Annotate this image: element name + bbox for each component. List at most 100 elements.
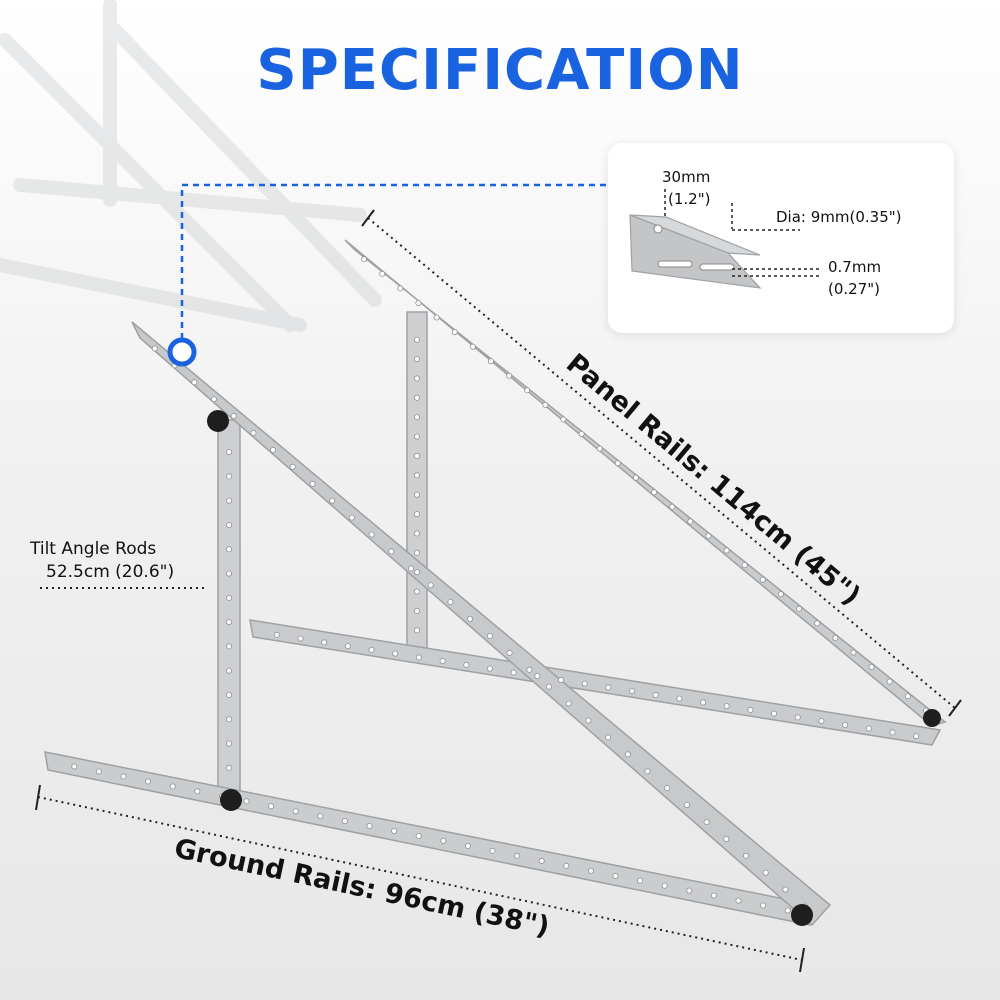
- ground-rail-dimension-line: [37, 796, 803, 961]
- tilt-rod-back: [406, 311, 428, 659]
- rail-hole: [506, 649, 513, 656]
- bracket-width-label: 30mm: [662, 168, 711, 186]
- rail-hole: [151, 345, 158, 352]
- rail-hole: [210, 396, 217, 403]
- rail-hole: [388, 548, 395, 555]
- rail-hole: [605, 734, 612, 741]
- bracket-thickness-label: 0.7mm: [828, 258, 882, 276]
- panel-rail-front: [131, 321, 832, 927]
- rail-hole: [413, 356, 420, 363]
- bracket-width-inch: (1.2"): [668, 190, 711, 208]
- rail-hole: [366, 823, 373, 830]
- rail-hole: [510, 669, 517, 676]
- rail-hole: [120, 773, 127, 780]
- rail-hole: [850, 649, 857, 656]
- rail-hole: [759, 576, 766, 583]
- rail-hole: [348, 514, 355, 521]
- rail-hole: [546, 683, 553, 690]
- rail-hole: [225, 497, 232, 504]
- rail-hole: [391, 828, 398, 835]
- rail-hole: [413, 530, 420, 537]
- rail-hole: [486, 665, 493, 672]
- rail-hole: [585, 717, 592, 724]
- rail-hole: [669, 503, 676, 510]
- knob-icon: [791, 904, 813, 926]
- rail-hole: [415, 833, 422, 840]
- rail-hole: [439, 658, 446, 665]
- rail-hole: [614, 460, 621, 467]
- ground-rail-back: [249, 619, 942, 746]
- rail-hole: [413, 375, 420, 382]
- bracket-thickness-inch: (0.27"): [828, 280, 881, 298]
- ghost-frame: [0, 0, 382, 332]
- rail-hole: [565, 700, 572, 707]
- rail-hole: [341, 818, 348, 825]
- rail-hole: [250, 429, 257, 436]
- rail-hole: [652, 691, 659, 698]
- rail-hole: [538, 857, 545, 864]
- rail-hole: [413, 569, 420, 576]
- rail-hole: [329, 497, 336, 504]
- rail-hole: [413, 549, 420, 556]
- rail-hole: [413, 452, 420, 459]
- rail-hole: [243, 798, 250, 805]
- rail-hole: [225, 546, 232, 553]
- rail-hole: [368, 646, 375, 653]
- rail-hole: [415, 654, 422, 661]
- rail-hole: [464, 843, 471, 850]
- rail-hole: [463, 661, 470, 668]
- rail-hole: [407, 565, 414, 572]
- rail-hole: [225, 643, 232, 650]
- rail-hole: [587, 867, 594, 874]
- rail-hole: [413, 627, 420, 634]
- rail-hole: [762, 869, 769, 876]
- rail-hole: [558, 676, 565, 683]
- rail-hole: [735, 897, 742, 904]
- rail-hole: [886, 678, 893, 685]
- rail-hole: [392, 650, 399, 657]
- rail-hole: [842, 721, 849, 728]
- rail-hole: [225, 740, 232, 747]
- rail-hole: [361, 256, 368, 263]
- rail-hole: [832, 634, 839, 641]
- rail-hole: [225, 449, 232, 456]
- rail-hole: [194, 788, 201, 795]
- rail-hole: [440, 838, 447, 845]
- bracket-hole: [653, 224, 663, 234]
- rail-hole: [741, 562, 748, 569]
- knob-icon: [207, 410, 229, 432]
- rail-hole: [145, 778, 152, 785]
- rail-hole: [317, 813, 324, 820]
- rail-hole: [723, 547, 730, 554]
- rail-hole: [230, 413, 237, 420]
- rail-hole: [489, 847, 496, 854]
- rail-hole: [413, 511, 420, 518]
- rail-hole: [467, 616, 474, 623]
- rail-hole: [321, 639, 328, 646]
- rail-hole: [784, 907, 791, 914]
- rail-hole: [777, 591, 784, 598]
- rail-hole: [683, 802, 690, 809]
- rail-hole: [794, 714, 801, 721]
- rail-hole: [191, 379, 198, 386]
- rail-hole: [270, 446, 277, 453]
- rail-hole: [743, 852, 750, 859]
- panel-dimension-tick: [361, 209, 375, 227]
- rail-hole: [796, 605, 803, 612]
- rail-hole: [818, 718, 825, 725]
- panel-rail-dimension-line: [367, 217, 956, 709]
- bracket-slot: [657, 260, 693, 268]
- rail-hole: [413, 433, 420, 440]
- rail-hole: [273, 631, 280, 638]
- rail-hole: [368, 531, 375, 538]
- rail-hole: [268, 803, 275, 810]
- rail-hole: [676, 695, 683, 702]
- rail-hole: [581, 680, 588, 687]
- rail-hole: [814, 620, 821, 627]
- rail-hole: [413, 414, 420, 421]
- rail-hole: [913, 733, 920, 740]
- rail-hole: [292, 808, 299, 815]
- rail-hole: [651, 489, 658, 496]
- rail-hole: [506, 372, 513, 379]
- rail-hole: [632, 474, 639, 481]
